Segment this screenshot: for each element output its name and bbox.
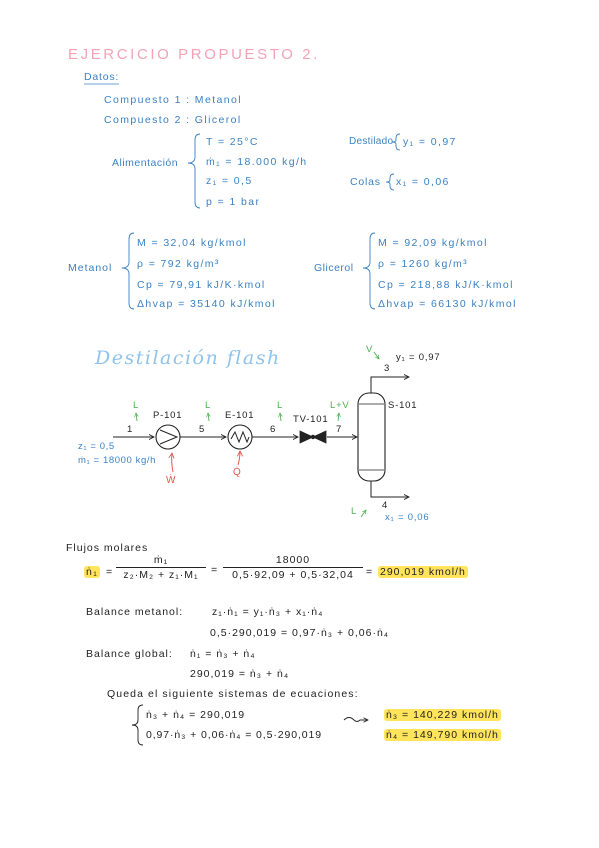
- stream-1-number: 1: [127, 424, 134, 435]
- alimentacion-mass-flow: ṁ₁ = 18.000 kg/h: [206, 156, 308, 168]
- metanol-vaporization-enthalpy: Δhvap = 35140 kJ/kmol: [137, 298, 276, 310]
- equals-sign: =: [366, 566, 374, 578]
- molar-flow-lhs: ṅ₁: [84, 566, 101, 578]
- diagram-title: Destilación flash: [95, 347, 281, 369]
- metanol-label: Metanol: [68, 262, 113, 274]
- glicerol-density: ρ = 1260 kg/m³: [378, 258, 469, 270]
- balance-global-equation: ṅ₁ = ṅ₃ + ṅ₄: [190, 648, 256, 660]
- colas-label: Colas: [350, 176, 381, 188]
- alimentacion-composition: z₁ = 0,5: [206, 175, 253, 187]
- stream-6-phase: L: [277, 400, 284, 411]
- balance-metanol-label: Balance metanol:: [86, 606, 184, 618]
- exchanger-heat-label: Q̇: [233, 467, 243, 478]
- stream-4-number: 4: [382, 500, 389, 511]
- destilado-label: Destilado: [349, 136, 394, 147]
- stream-5-number: 5: [199, 424, 206, 435]
- phase-arrow-stream-1: [136, 413, 137, 422]
- phase-arrow-stream-4: [360, 510, 366, 518]
- colas-brace: [385, 173, 395, 191]
- result-arrow: [343, 717, 368, 722]
- glicerol-label: Glicerol: [314, 262, 354, 274]
- system-equation-1: ṅ₃ + ṅ₄ = 290,019: [146, 709, 246, 721]
- balance-global-label: Balance global:: [86, 648, 173, 660]
- stream-7-phase: L+V: [330, 400, 350, 411]
- feed-mass-flow: ṁ₁ = 18000 kg/h: [78, 455, 156, 466]
- molar-flow-result: 290,019 kmol/h: [378, 566, 468, 578]
- pump-tag: P-101: [153, 410, 183, 421]
- separator-s101-vessel: [357, 392, 386, 482]
- pump-work-label: Ẇ: [166, 475, 177, 486]
- fraction-numeric: 18000 0,5·92,09 + 0,5·32,04: [223, 554, 363, 581]
- fraction-numerator: ṁ₁: [116, 554, 206, 568]
- stream-5-phase: L: [205, 400, 212, 411]
- valve-tag: TV-101: [293, 414, 329, 425]
- metanol-density: ρ = 792 kg/m³: [137, 258, 220, 270]
- stream-3-phase: V: [366, 344, 374, 355]
- phase-arrow-stream-6: [280, 413, 281, 422]
- bottom-outlet-line: [370, 481, 409, 497]
- fraction-denominator: z₂·M₂ + z₁·M₁: [123, 569, 199, 581]
- feed-composition: z₁ = 0,5: [78, 441, 115, 452]
- phase-arrow-stream-3: [373, 351, 379, 359]
- balance-metanol-equation: z₁·ṅ₁ = y₁·ṅ₃ + x₁·ṅ₄: [212, 606, 324, 618]
- valve-tv101-symbol: [299, 430, 327, 444]
- fraction-denominator: 0,5·92,09 + 0,5·32,04: [232, 569, 354, 581]
- bottoms-composition: x₁ = 0,06: [385, 512, 430, 523]
- compuesto-2: Compuesto 2 : Glicerol: [104, 114, 242, 126]
- fraction-symbolic: ṁ₁ z₂·M₂ + z₁·M₁: [116, 554, 206, 581]
- alimentacion-pressure: p = 1 bar: [206, 196, 261, 208]
- metanol-brace: [121, 232, 135, 310]
- top-outlet-line: [370, 377, 409, 393]
- compuesto-1: Compuesto 1 : Metanol: [104, 94, 242, 106]
- balance-global-substituted: 290,019 = ṅ₃ + ṅ₄: [190, 668, 290, 680]
- molar-flows-heading: Flujos molares: [66, 542, 149, 554]
- glicerol-vaporization-enthalpy: Δhvap = 66130 kJ/kmol: [378, 298, 517, 310]
- equals-sign: =: [211, 564, 219, 576]
- result-n4: ṅ₄ = 149,790 kmol/h: [384, 729, 501, 741]
- metanol-molar-mass: M = 32,04 kg/kmol: [137, 237, 247, 249]
- stream-6-number: 6: [270, 424, 277, 435]
- stream-7-number: 7: [336, 424, 343, 435]
- system-equation-2: 0,97·ṅ₃ + 0,06·ṅ₄ = 0,5·290,019: [146, 729, 322, 741]
- metanol-heat-capacity: Cp = 79,91 kJ/K·kmol: [137, 279, 266, 291]
- heat-arrow: [238, 451, 240, 466]
- phase-arrow-stream-5: [208, 413, 209, 422]
- exchanger-tag: E-101: [225, 410, 255, 421]
- stream-1-phase: L: [133, 400, 140, 411]
- page-title: EJERCICIO PROPUESTO 2.: [68, 46, 320, 63]
- alimentacion-brace: [187, 133, 201, 209]
- stream-4-phase: L: [351, 506, 358, 517]
- equals-sign: =: [106, 566, 114, 578]
- system-brace: [131, 704, 144, 746]
- balance-metanol-substituted: 0,5·290,019 = 0,97·ṅ₃ + 0,06·ṅ₄: [210, 627, 390, 639]
- fraction-numerator: 18000: [223, 554, 363, 568]
- stream-3-number: 3: [384, 363, 391, 374]
- separator-tag: S-101: [388, 400, 418, 411]
- phase-arrow-stream-7: [338, 413, 339, 422]
- result-n3: ṅ₃ = 140,229 kmol/h: [384, 709, 501, 721]
- glicerol-brace: [362, 232, 376, 310]
- exchanger-e101-symbol: [227, 424, 253, 450]
- alimentacion-temperature: T = 25°C: [206, 136, 259, 148]
- destilado-brace: [391, 133, 401, 151]
- colas-value: x₁ = 0,06: [396, 176, 450, 188]
- work-arrow: [172, 453, 173, 473]
- glicerol-heat-capacity: Cp = 218,88 kJ/K·kmol: [378, 279, 514, 291]
- alimentacion-label: Alimentación: [112, 157, 179, 169]
- distillate-composition: y₁ = 0,97: [396, 352, 441, 363]
- pump-p101-symbol: [155, 424, 181, 450]
- glicerol-molar-mass: M = 92,09 kg/kmol: [378, 237, 488, 249]
- system-intro: Queda el siguiente sistemas de ecuacione…: [107, 688, 359, 700]
- destilado-value: y₁ = 0,97: [403, 136, 457, 148]
- datos-heading: Datos:: [84, 71, 120, 83]
